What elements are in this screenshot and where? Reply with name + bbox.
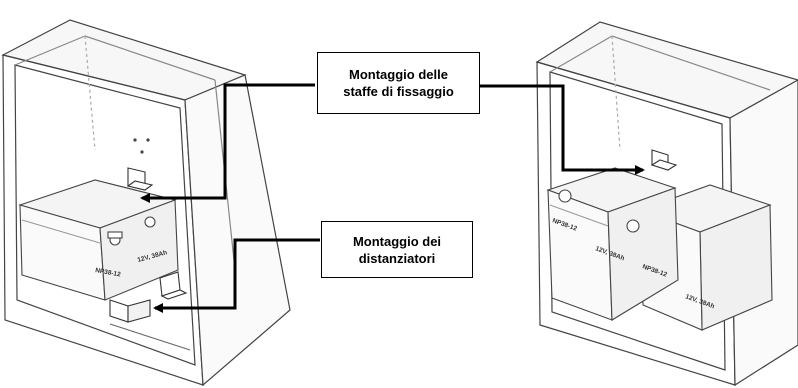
callout-fixing-brackets: Montaggio delle staffe di fissaggio xyxy=(317,52,480,114)
arrow-brackets-left xyxy=(140,83,315,203)
left-spacer-front xyxy=(109,299,191,351)
right-battery-front xyxy=(546,167,679,321)
arrow-brackets-right xyxy=(480,84,645,175)
left-spacer-back xyxy=(159,271,188,300)
callout-fixing-brackets-line1: Montaggio delle xyxy=(349,67,448,82)
callout-spacers-line2: distanziatori xyxy=(358,250,436,266)
left-fixing-bracket xyxy=(126,167,154,191)
callout-fixing-brackets-line2: staffe di fissaggio xyxy=(343,84,454,99)
left-battery-model: NP38-12 xyxy=(95,267,122,278)
left-battery xyxy=(18,179,179,301)
callout-spacers: Montaggio dei distanziatori xyxy=(321,221,473,278)
callout-spacers-line1: Montaggio dei xyxy=(352,233,442,249)
arrow-spacers xyxy=(153,238,320,313)
right-fixing-bracket xyxy=(650,149,678,171)
